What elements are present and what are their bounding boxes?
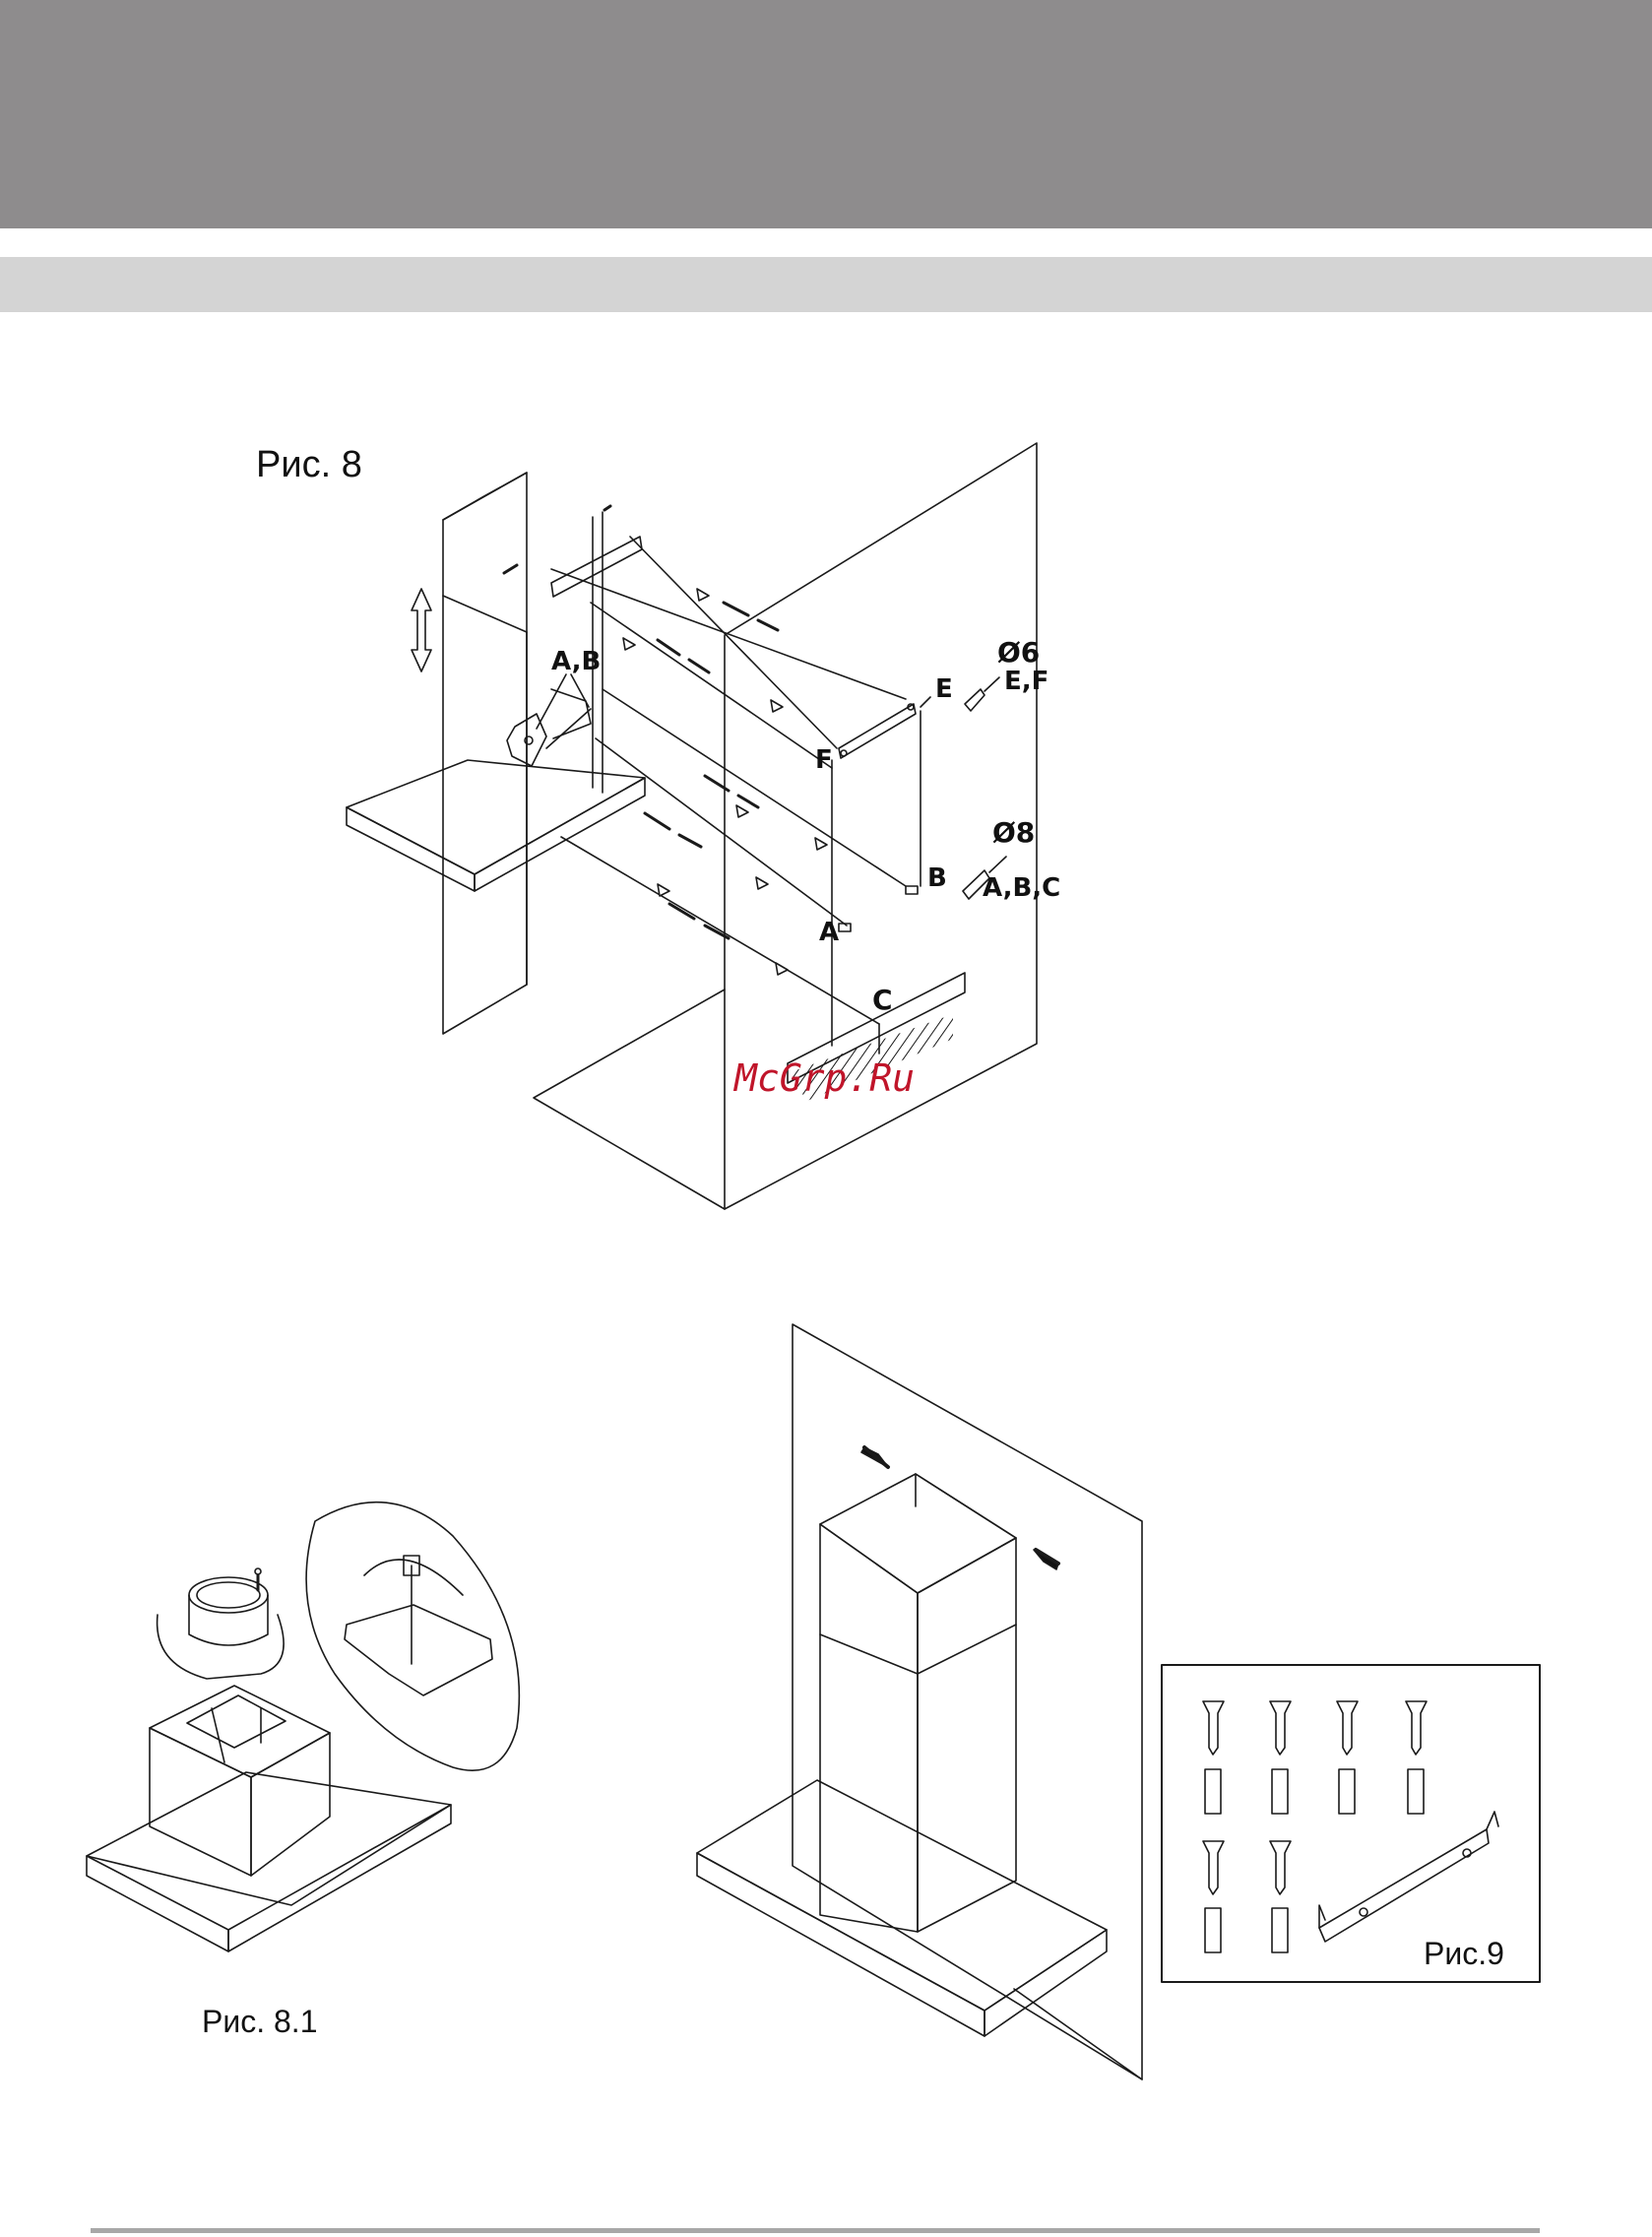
figure-assembled-hood bbox=[697, 1324, 1142, 2079]
collar-inner bbox=[197, 1582, 260, 1608]
figure-caption: Рис. 8 bbox=[256, 444, 362, 485]
floor-outline bbox=[534, 990, 725, 1209]
callout-leader bbox=[921, 697, 930, 707]
screw-icon bbox=[1203, 1841, 1224, 1894]
top-bracket bbox=[916, 1474, 1016, 1538]
canopy-front bbox=[347, 807, 475, 891]
collar-flange bbox=[158, 1615, 285, 1679]
label-ab: A,B bbox=[551, 647, 601, 676]
canopy-side bbox=[228, 1805, 451, 1951]
label-a: A bbox=[819, 918, 839, 947]
label-c: C bbox=[872, 984, 893, 1016]
footer-rule bbox=[91, 2228, 1540, 2233]
diameter-8: Ø8 bbox=[992, 816, 1035, 849]
motor-box-top bbox=[150, 1686, 330, 1777]
figure-caption: Рис.9 bbox=[1424, 1936, 1504, 1971]
callout-leader bbox=[571, 674, 589, 707]
wall-plug-icon bbox=[1205, 1908, 1221, 1952]
label-b: B bbox=[927, 863, 947, 893]
callout-leader bbox=[537, 674, 566, 729]
wall-panel bbox=[793, 1324, 1142, 2079]
guide-line bbox=[212, 1708, 224, 1762]
bracket-lip bbox=[1487, 1812, 1498, 1829]
watermark: McGrp.Ru bbox=[732, 1056, 915, 1100]
chimney-front bbox=[443, 473, 527, 1034]
push-arrow-icon bbox=[1034, 1550, 1058, 1569]
wall-plug-icon bbox=[1272, 1908, 1288, 1952]
canopy-top bbox=[347, 760, 645, 874]
mounting-bracket bbox=[1319, 1829, 1489, 1942]
chimney-joint bbox=[820, 1634, 918, 1674]
label-e: E bbox=[935, 674, 953, 704]
chimney-joint bbox=[443, 596, 527, 632]
screw-icon bbox=[1203, 1701, 1224, 1755]
push-arrow-icon bbox=[861, 1447, 888, 1467]
chimney-top bbox=[443, 473, 527, 520]
figure-9: Рис.9 bbox=[1162, 1665, 1540, 1982]
chimney-top bbox=[820, 1474, 1016, 1593]
figure-caption: Рис. 8.1 bbox=[202, 2004, 317, 2039]
figure-8-1: Рис. 8.1 bbox=[87, 1502, 519, 2039]
detail-hand bbox=[364, 1560, 463, 1595]
screw-icon bbox=[1270, 1701, 1291, 1755]
chimney-screw bbox=[504, 565, 517, 573]
wall-plug-icon bbox=[965, 677, 999, 711]
bracket-hole bbox=[1360, 1908, 1367, 1916]
canopy-front bbox=[697, 1853, 985, 2036]
parts-abc: A,B,C bbox=[983, 873, 1060, 903]
screw-f bbox=[841, 750, 847, 756]
screw-icon bbox=[1337, 1701, 1358, 1755]
detail-bubble bbox=[306, 1502, 519, 1771]
adjust-arrow-icon bbox=[412, 589, 431, 671]
motor-box-front bbox=[150, 1728, 251, 1876]
wall-plug-icon bbox=[1339, 1769, 1355, 1814]
screw-head bbox=[255, 1568, 261, 1574]
screw-icon bbox=[1270, 1841, 1291, 1894]
chimney-joint bbox=[918, 1625, 1016, 1674]
frame-screw bbox=[604, 506, 610, 510]
wall-plug-icon bbox=[1272, 1769, 1288, 1814]
wall-plug-icon bbox=[1408, 1769, 1424, 1814]
screw-icon bbox=[1406, 1701, 1427, 1755]
chimney-front bbox=[820, 1524, 918, 1932]
wall-plug-icon bbox=[1205, 1769, 1221, 1814]
motor-box-side bbox=[251, 1733, 330, 1876]
diameter-6: Ø6 bbox=[997, 636, 1040, 669]
detail-flange bbox=[345, 1605, 492, 1695]
projection-lines bbox=[551, 537, 906, 1024]
parts-ef: E,F bbox=[1004, 667, 1048, 696]
frame-bracket bbox=[551, 537, 642, 597]
canopy-side bbox=[475, 778, 645, 891]
bracket-b bbox=[906, 886, 918, 894]
collar-body bbox=[189, 1595, 268, 1645]
support-arm bbox=[546, 709, 591, 748]
canopy-front bbox=[87, 1856, 228, 1951]
canopy-top bbox=[697, 1780, 1107, 2011]
chimney-side bbox=[918, 1538, 1016, 1932]
label-f: F bbox=[815, 745, 833, 775]
bracket-ef bbox=[839, 704, 916, 758]
figure-8: Рис. 8 A,B E F A B C Ø6 E,F Ø8 A,B,C McG… bbox=[256, 443, 1060, 1209]
